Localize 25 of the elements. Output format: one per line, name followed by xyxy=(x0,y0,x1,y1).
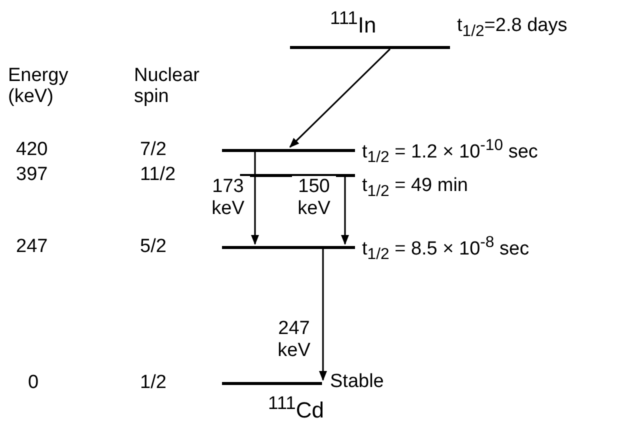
half-life-label: t$_{1/2}$=2.8 days xyxy=(457,16,568,40)
transition-arrow xyxy=(289,48,391,148)
transition-arrow xyxy=(251,152,259,245)
half-life-label: Stable xyxy=(330,372,384,393)
column-heading: Energy (keV) xyxy=(8,66,70,108)
energy-level-line xyxy=(222,149,355,152)
energy-value: 397 xyxy=(16,165,48,186)
half-life-label: t$_{1/2}$ = 8.5 × 10$^{-8}$ sec xyxy=(362,234,530,264)
spin-value: 11/2 xyxy=(140,165,176,186)
spin-value: 7/2 xyxy=(140,140,166,161)
energy-value: 0 xyxy=(28,373,39,394)
transition-arrow xyxy=(319,249,327,381)
energy-level-line xyxy=(222,246,355,249)
energy-level-line xyxy=(290,46,450,49)
energy-value: 420 xyxy=(16,140,48,161)
half-life-label: t$_{1/2}$ = 49 min xyxy=(362,176,468,200)
transition-arrow xyxy=(341,177,349,245)
energy-level-line xyxy=(222,382,322,385)
half-life-label: t$_{1/2}$ = 1.2 × 10$^{-10}$ sec xyxy=(362,137,538,167)
spin-value: 5/2 xyxy=(140,237,166,258)
column-heading: Nuclear spin xyxy=(134,66,200,108)
nuclide-label: $^{111}$In xyxy=(330,8,376,38)
nuclide-label: $^{111}$Cd xyxy=(268,393,324,423)
energy-value: 247 xyxy=(16,237,48,258)
spin-value: 1/2 xyxy=(140,373,166,394)
